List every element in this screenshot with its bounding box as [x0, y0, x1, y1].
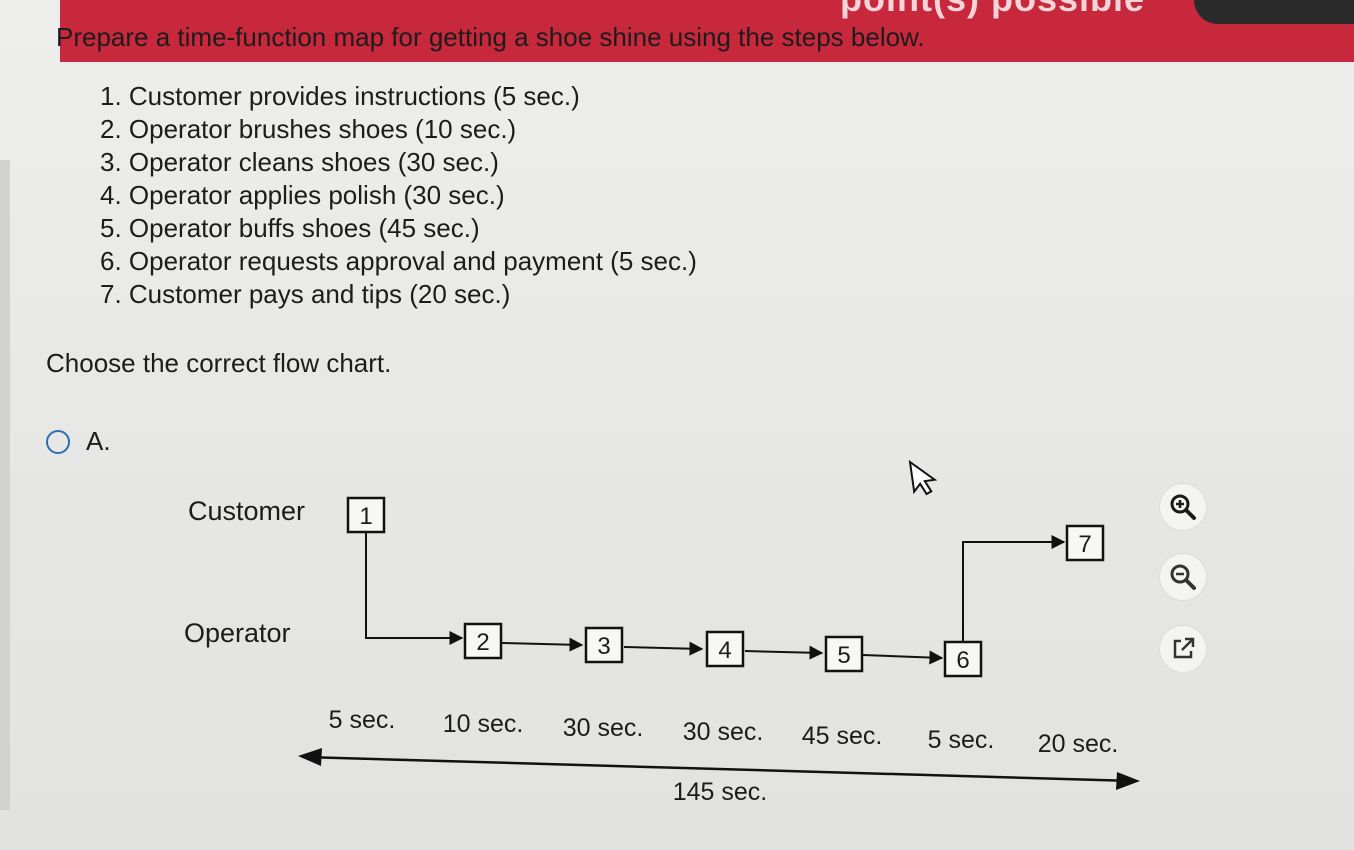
step-item: 7. Customer pays and tips (20 sec.): [100, 279, 511, 309]
step-box-2: 2: [463, 622, 503, 660]
duration-label: 30 sec.: [683, 718, 764, 746]
flow-chart: Customer Operator 1 2 3 4 5: [184, 459, 1140, 806]
duration-label: 5 sec.: [928, 726, 995, 754]
option-a[interactable]: A.: [46, 426, 111, 457]
zoom-out-icon: [1170, 564, 1196, 590]
svg-text:5: 5: [837, 642, 850, 669]
step-box-1: 1: [346, 496, 386, 534]
step-item: 5. Operator buffs shoes (45 sec.): [100, 213, 480, 243]
header-bar: point(s) possible: [60, 0, 1354, 62]
question-instruction: Choose the correct flow chart.: [46, 348, 392, 378]
submit-button[interactable]: [1194, 0, 1354, 24]
option-a-label: A.: [86, 426, 111, 456]
duration-label: 5 sec.: [329, 706, 396, 734]
step-item: 3. Operator cleans shoes (30 sec.): [100, 147, 499, 177]
step-box-6: 6: [943, 640, 983, 678]
svg-text:7: 7: [1078, 531, 1091, 558]
question-prompt: Prepare a time-function map for getting …: [56, 22, 925, 52]
customer-row-label: Customer: [188, 496, 305, 526]
step-item: 6. Operator requests approval and paymen…: [100, 246, 697, 276]
step-box-5: 5: [824, 635, 864, 673]
step-box-7: 7: [1065, 524, 1105, 562]
total-time-label: 145 sec.: [673, 778, 768, 806]
option-a-radio[interactable]: [46, 429, 70, 454]
mouse-cursor-icon: [908, 459, 938, 496]
svg-text:3: 3: [597, 633, 610, 660]
connector-lines: [365, 528, 1066, 665]
operator-row-label: Operator: [184, 618, 291, 648]
steps-list: 1. Customer provides instructions (5 sec…: [100, 80, 697, 311]
step-item: 4. Operator applies polish (30 sec.): [100, 180, 505, 210]
step-box-3: 3: [584, 626, 624, 664]
svg-text:4: 4: [718, 637, 731, 664]
duration-label: 45 sec.: [802, 722, 883, 750]
open-external-icon: [1173, 637, 1195, 659]
svg-text:2: 2: [476, 629, 489, 656]
zoom-out-button[interactable]: [1160, 554, 1206, 600]
duration-label: 20 sec.: [1038, 730, 1119, 758]
svg-text:1: 1: [359, 503, 372, 530]
zoom-in-icon: [1170, 494, 1196, 520]
svg-text:6: 6: [956, 647, 969, 674]
zoom-in-button[interactable]: [1160, 484, 1206, 530]
duration-label: 30 sec.: [563, 714, 644, 742]
step-box-4: 4: [705, 630, 745, 668]
left-panel-edge: [0, 160, 10, 810]
duration-label: 10 sec.: [443, 710, 524, 738]
step-item: 2. Operator brushes shoes (10 sec.): [100, 114, 517, 144]
points-text: point(s) possible: [840, 0, 1145, 20]
step-item: 1. Customer provides instructions (5 sec…: [100, 81, 580, 111]
open-new-window-button[interactable]: [1160, 626, 1206, 672]
total-time-arrow: [298, 748, 1140, 790]
